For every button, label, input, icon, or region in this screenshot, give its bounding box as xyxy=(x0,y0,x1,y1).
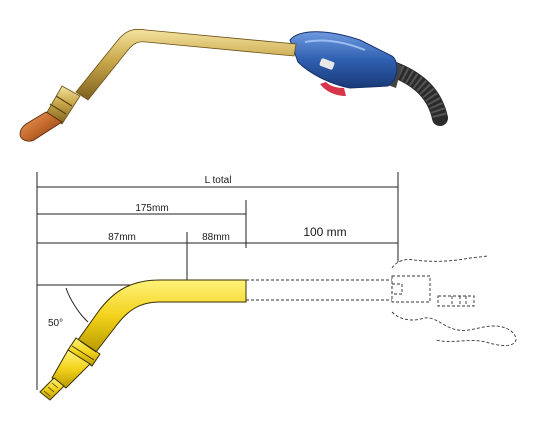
dashed-extension xyxy=(246,255,517,346)
label-100mm: 100 mm xyxy=(303,225,346,239)
label-angle: 50° xyxy=(48,318,63,329)
label-88mm: 88mm xyxy=(202,232,230,243)
torch-cable xyxy=(387,62,448,126)
tip-thread xyxy=(39,377,65,401)
torch-photo xyxy=(19,28,448,142)
swan-neck xyxy=(39,279,247,401)
brass-neck xyxy=(75,28,297,101)
contact-tip xyxy=(19,111,63,142)
torch-handle xyxy=(289,31,398,89)
torch-trigger xyxy=(320,82,346,96)
handle-logo xyxy=(319,58,335,70)
handle-outline xyxy=(391,255,517,346)
neck-tip xyxy=(51,349,91,389)
label-175mm: 175mm xyxy=(135,203,168,214)
label-87mm: 87mm xyxy=(108,232,136,243)
label-l-total: L total xyxy=(205,175,232,186)
angle-arc xyxy=(65,287,89,323)
neck-body xyxy=(77,279,247,353)
